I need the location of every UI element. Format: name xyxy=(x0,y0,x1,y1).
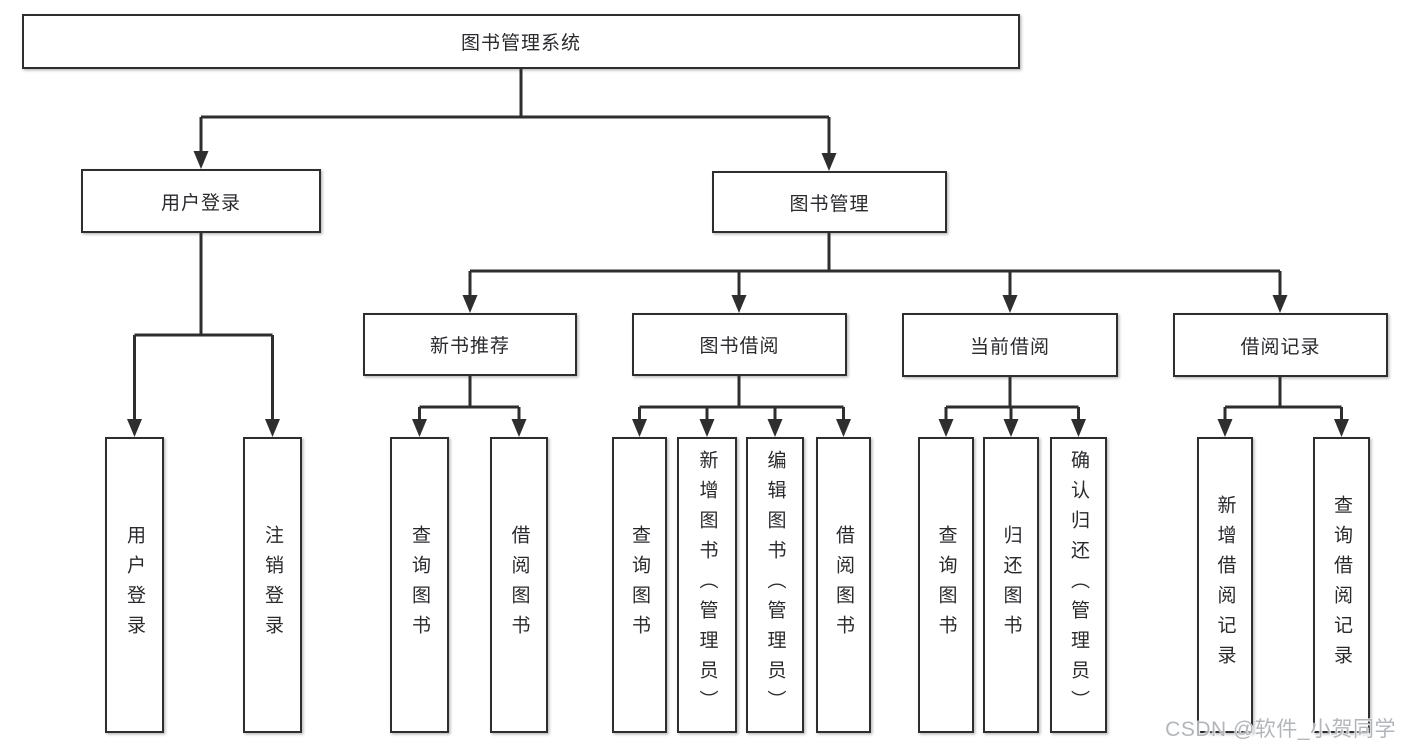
node-book-management: 图书管理 xyxy=(712,171,947,233)
node-user-login: 用户登录 xyxy=(81,169,321,233)
leaf-edit-books-admin: 编辑图书（管理员） xyxy=(746,437,804,733)
leaf-confirm-return-admin-label: 确认归还（管理员） xyxy=(1068,450,1089,720)
leaf-user-login-label: 用户登录 xyxy=(124,525,145,645)
leaf-query-borrow-record: 查询借阅记录 xyxy=(1313,437,1370,733)
csdn-watermark: CSDN @软件_小贺同学 xyxy=(1165,718,1396,741)
node-root-system: 图书管理系统 xyxy=(22,14,1020,69)
leaf-logout: 注销登录 xyxy=(243,437,302,733)
leaf-query-books-current-label: 查询图书 xyxy=(935,525,957,645)
leaf-confirm-return-admin: 确认归还（管理员） xyxy=(1050,437,1107,733)
leaf-borrow-books: 借阅图书 xyxy=(816,437,871,733)
leaf-user-login: 用户登录 xyxy=(105,437,164,733)
leaf-add-borrow-record-label: 新增借阅记录 xyxy=(1214,495,1236,675)
leaf-return-books-label: 归还图书 xyxy=(1000,525,1022,645)
leaf-query-books-recommend: 查询图书 xyxy=(390,437,449,733)
connector-level3-rail xyxy=(468,269,1282,300)
leaf-borrow-books-recommend: 借阅图书 xyxy=(490,437,548,733)
leaf-logout-label: 注销登录 xyxy=(262,525,283,645)
connector-user-login-rail xyxy=(133,333,274,424)
leaf-borrow-books-label: 借阅图书 xyxy=(833,525,854,645)
node-current-borrow: 当前借阅 xyxy=(902,313,1118,377)
node-borrow-records: 借阅记录 xyxy=(1173,313,1388,377)
connector-current-borrow-rail xyxy=(944,405,1080,424)
leaf-borrow-books-recommend-label: 借阅图书 xyxy=(508,525,530,645)
leaf-query-books-borrow-label: 查询图书 xyxy=(629,525,650,645)
connector-book-borrow-rail xyxy=(638,405,845,424)
leaf-add-borrow-record: 新增借阅记录 xyxy=(1197,437,1253,733)
arrowheads xyxy=(127,151,1349,437)
leaf-query-books-current: 查询图书 xyxy=(918,437,974,733)
leaf-add-books-admin-label: 新增图书（管理员） xyxy=(696,450,718,720)
leaf-query-borrow-record-label: 查询借阅记录 xyxy=(1331,495,1352,675)
leaf-return-books: 归还图书 xyxy=(983,437,1039,733)
leaf-query-books-recommend-label: 查询图书 xyxy=(409,525,430,645)
leaf-query-books-borrow: 查询图书 xyxy=(612,437,667,733)
connector-level2-rail xyxy=(199,115,831,158)
leaf-add-books-admin: 新增图书（管理员） xyxy=(677,437,737,733)
connector-borrow-records-rail xyxy=(1223,405,1343,424)
node-book-borrow: 图书借阅 xyxy=(632,313,847,376)
leaf-edit-books-admin-label: 编辑图书（管理员） xyxy=(764,450,786,720)
connector-new-book-rail xyxy=(418,405,521,424)
node-new-book-recommend: 新书推荐 xyxy=(363,313,577,376)
